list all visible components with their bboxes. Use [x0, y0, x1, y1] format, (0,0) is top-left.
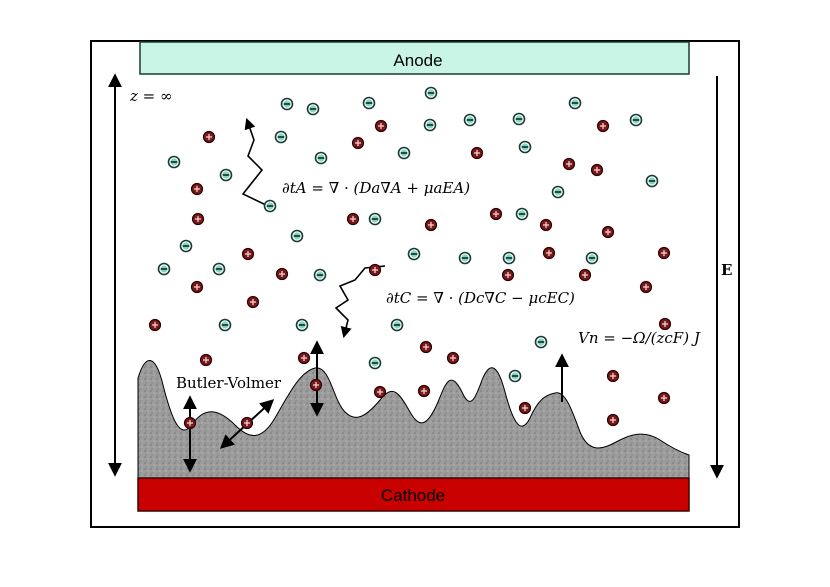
cation: [190, 280, 204, 294]
cation: [148, 318, 162, 332]
ions: [148, 86, 672, 430]
anion: [397, 146, 411, 160]
anode: Anode: [139, 41, 690, 75]
cation: [601, 225, 615, 239]
cation: [596, 119, 610, 133]
cation: [539, 218, 553, 232]
cation: [373, 385, 387, 399]
cation: [424, 218, 438, 232]
butler-volmer-label: Butler-Volmer: [176, 374, 282, 392]
anion: [263, 199, 277, 213]
anion: [629, 113, 643, 127]
cation: [240, 416, 254, 430]
cation: [417, 384, 431, 398]
anion: [390, 318, 404, 332]
anion: [179, 239, 193, 253]
anion: [306, 102, 320, 116]
cation: [246, 295, 260, 309]
cation: [578, 268, 592, 282]
cation: [183, 416, 197, 430]
cation: [202, 130, 216, 144]
cation: [657, 391, 671, 405]
anion: [368, 356, 382, 370]
anion: [463, 113, 477, 127]
anion: [218, 318, 232, 332]
anion: [423, 118, 437, 132]
cation: [501, 268, 515, 282]
cation: [374, 119, 388, 133]
anion: [518, 140, 532, 154]
cation-random-walk: [334, 265, 386, 339]
cation: [309, 378, 323, 392]
cation: [562, 157, 576, 171]
anion-transport-equation: ∂tA = ∇ · (Da∇A + μaEA): [282, 179, 470, 197]
cation: [297, 351, 311, 365]
anion: [219, 168, 233, 182]
cation: [368, 263, 382, 277]
cation: [275, 267, 289, 281]
anion: [212, 262, 226, 276]
anion: [508, 369, 522, 383]
anion: [167, 155, 181, 169]
cation: [346, 212, 360, 226]
cation: [470, 146, 484, 160]
cation: [199, 353, 213, 367]
anion: [424, 86, 438, 100]
cathode-label: Cathode: [381, 486, 445, 505]
cation: [489, 207, 503, 221]
cation: [518, 401, 532, 415]
anion-random-walk: [241, 117, 269, 207]
cation: [446, 351, 460, 365]
anion: [295, 318, 309, 332]
anion: [362, 96, 376, 110]
cation: [542, 246, 556, 260]
anion: [368, 212, 382, 226]
anion: [585, 251, 599, 265]
cation: [419, 340, 433, 354]
cation: [590, 163, 604, 177]
field-label: E: [721, 261, 732, 279]
anion: [157, 262, 171, 276]
z-infinity-label: z = ∞: [129, 87, 173, 105]
anion: [551, 185, 565, 199]
anion: [274, 130, 288, 144]
anion: [290, 229, 304, 243]
anion: [515, 207, 529, 221]
anion: [407, 247, 421, 261]
anion: [645, 174, 659, 188]
anion: [458, 251, 472, 265]
anion: [534, 335, 548, 349]
anion: [512, 112, 526, 126]
anion: [314, 151, 328, 165]
cation: [351, 136, 365, 150]
anion: [280, 97, 294, 111]
cation: [657, 246, 671, 260]
cation: [639, 280, 653, 294]
cation: [606, 413, 620, 427]
anode-label: Anode: [393, 51, 442, 70]
anion: [502, 251, 516, 265]
cation: [241, 247, 255, 261]
cation: [606, 369, 620, 383]
cathode: Cathode: [137, 477, 690, 512]
interface-velocity-equation: Vn = −Ω/(zcF) J: [578, 329, 701, 347]
cation: [658, 317, 672, 331]
cation: [190, 182, 204, 196]
cation-transport-equation: ∂tC = ∇ · (Dc∇C − μcEC): [386, 289, 575, 307]
cation: [191, 212, 205, 226]
anion: [568, 96, 582, 110]
anion: [313, 268, 327, 282]
